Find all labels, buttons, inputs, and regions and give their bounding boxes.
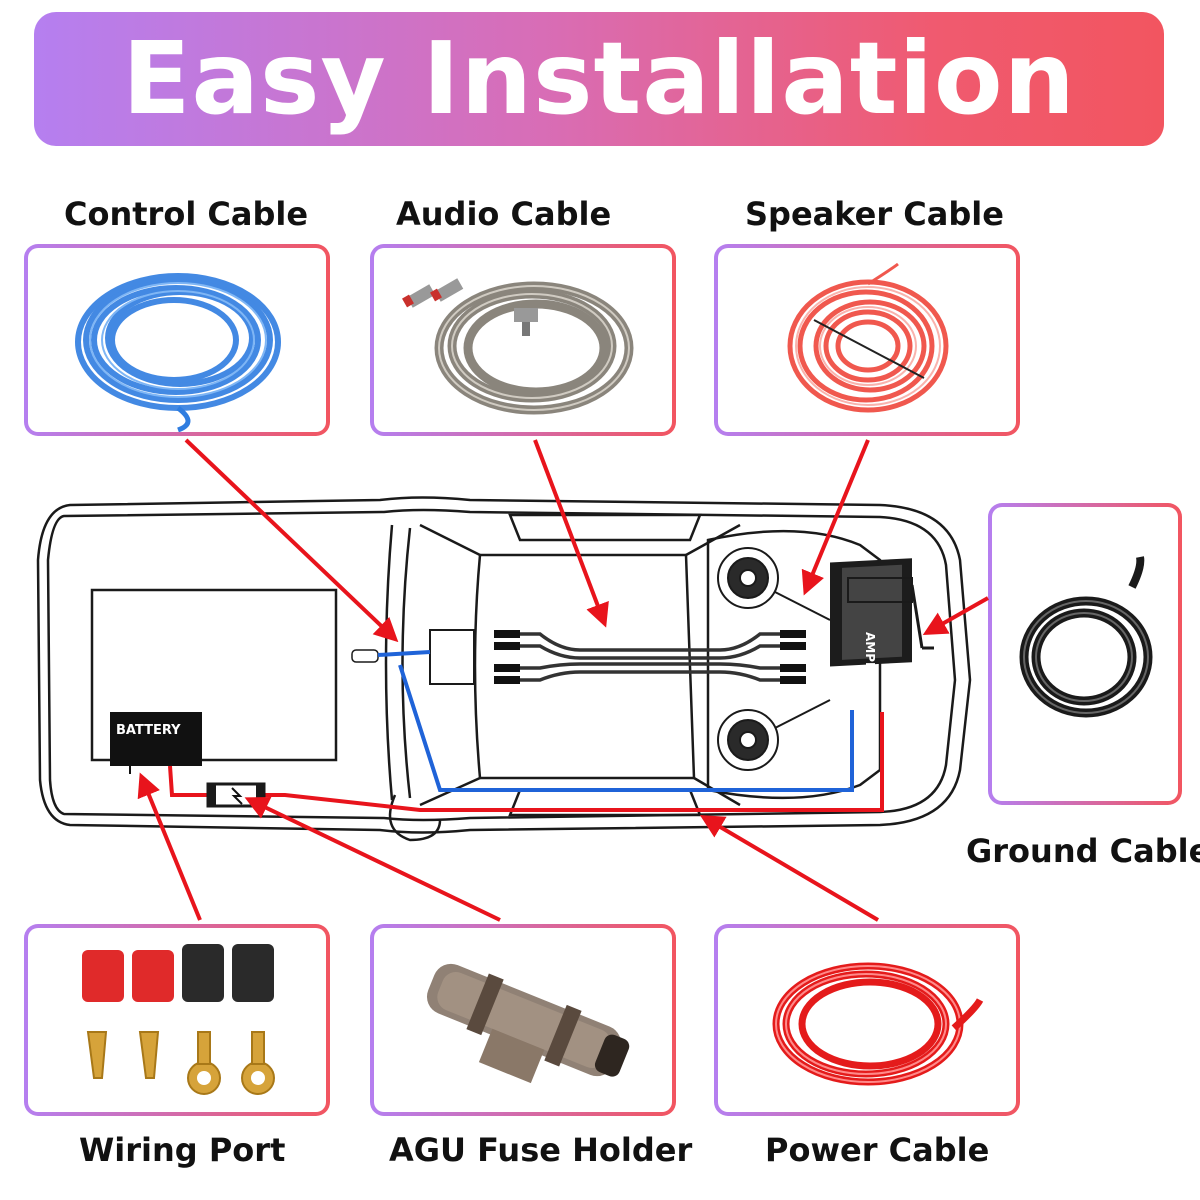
amplifier-label: AMPLIFIER xyxy=(863,632,877,704)
page-title: Easy Installation xyxy=(122,20,1076,137)
arrow-ground xyxy=(922,596,989,635)
speaker-top xyxy=(717,547,779,609)
head-unit xyxy=(429,629,475,685)
wiring-port-terminals-image xyxy=(82,944,275,1095)
remote-wire xyxy=(377,650,854,792)
car-outline xyxy=(36,496,972,842)
rca-lines xyxy=(520,632,780,682)
control-cable-coil-image xyxy=(75,273,281,432)
label-audio-cable: Audio Cable xyxy=(396,195,612,233)
battery-label: BATTERY xyxy=(116,723,181,738)
audio-cable-panel xyxy=(370,244,676,436)
rca-connectors xyxy=(494,630,806,684)
label-speaker-cable: Speaker Cable xyxy=(745,195,1004,233)
label-wiring-port: Wiring Port xyxy=(79,1131,286,1169)
ground-cable-panel xyxy=(988,503,1182,805)
speaker-bottom xyxy=(717,709,779,771)
amplifier-unit: AMPLIFIER xyxy=(830,558,934,704)
power-wire xyxy=(168,712,884,812)
wiring-port-panel xyxy=(24,924,330,1116)
control-cable-panel xyxy=(24,244,330,436)
fuse-holder-panel xyxy=(370,924,676,1116)
power-cable-coil-image xyxy=(772,962,984,1086)
power-cable-panel xyxy=(714,924,1020,1116)
speaker-cable-panel xyxy=(714,244,1020,436)
arrow-speaker xyxy=(801,439,870,596)
inline-fuse xyxy=(206,782,266,808)
title-banner: Easy Installation xyxy=(34,12,1164,146)
arrow-fuse xyxy=(244,796,501,922)
label-control-cable: Control Cable xyxy=(64,195,309,233)
battery-unit: BATTERY xyxy=(110,712,202,766)
label-ground-cable: Ground Cable xyxy=(966,832,1200,870)
arrow-wiring xyxy=(137,772,202,921)
audio-cable-coil-image xyxy=(402,278,634,415)
arrow-control xyxy=(184,438,399,643)
label-fuse-holder: AGU Fuse Holder xyxy=(389,1131,693,1169)
fuse-holder-image xyxy=(426,963,630,1084)
arrow-audio xyxy=(533,439,609,628)
arrow-power xyxy=(699,814,880,922)
label-power-cable: Power Cable xyxy=(765,1131,990,1169)
ground-cable-coil-image xyxy=(1019,556,1153,718)
speaker-cable-coil-image xyxy=(787,262,949,413)
callout-arrows xyxy=(137,438,989,922)
